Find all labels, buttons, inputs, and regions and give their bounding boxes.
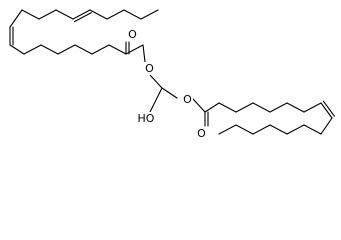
ester-oxygen-top: O <box>145 62 154 75</box>
top-double-bond <box>73 12 92 23</box>
ester-oxygen-bottom: O <box>183 93 192 106</box>
top-chain-bond <box>23 44 42 55</box>
bottom-chain-bond <box>303 124 322 135</box>
hydroxyl-group: HO <box>138 112 155 125</box>
bottom-chain-bond <box>218 124 237 135</box>
top-chain-bond <box>57 44 76 55</box>
top-tail-bond <box>106 9 125 20</box>
top-chain-bond <box>40 44 59 55</box>
chemical-structure: O O O O HO <box>9 9 335 140</box>
bottom-chain-bond <box>252 102 271 113</box>
top-chain-bond <box>108 44 127 55</box>
bond-lines <box>9 9 335 135</box>
bottom-cis-double-bond <box>322 100 335 117</box>
bottom-chain-bond <box>286 124 305 135</box>
glycerol-bond <box>161 87 178 99</box>
bottom-chain-bond <box>218 102 237 113</box>
bottom-chain-bond <box>269 124 288 135</box>
carbonyl-oxygen-top: O <box>128 28 137 41</box>
top-ester-bond <box>142 44 146 63</box>
top-tail-bond <box>140 9 159 20</box>
top-chain-bond <box>9 9 23 28</box>
atom-labels: O O O O HO <box>127 28 207 140</box>
top-chain-bond <box>55 9 74 20</box>
top-tail-bond <box>89 9 108 20</box>
glycerol-bond <box>149 87 163 113</box>
top-chain-bond <box>74 44 93 55</box>
bottom-chain-bond <box>269 102 288 113</box>
bottom-chain-bond <box>235 102 254 113</box>
bottom-chain-bond <box>320 117 333 135</box>
top-chain-bond <box>9 44 25 55</box>
top-chain-bond <box>91 44 110 55</box>
top-tail-bond <box>123 9 142 20</box>
bottom-ester-bond <box>204 102 220 113</box>
bottom-chain-bond <box>252 124 271 135</box>
glycerol-bond <box>149 74 163 89</box>
top-chain-bond <box>21 9 40 20</box>
carbonyl-oxygen-bottom: O <box>197 127 206 140</box>
bottom-ester-bond <box>192 98 206 113</box>
top-chain-bond <box>38 9 57 20</box>
bottom-chain-bond <box>235 124 254 135</box>
bottom-chain-bond <box>286 102 305 113</box>
bottom-chain-bond <box>303 102 322 113</box>
bottom-chain-bond <box>320 102 333 119</box>
top-chain-bond <box>72 9 91 20</box>
